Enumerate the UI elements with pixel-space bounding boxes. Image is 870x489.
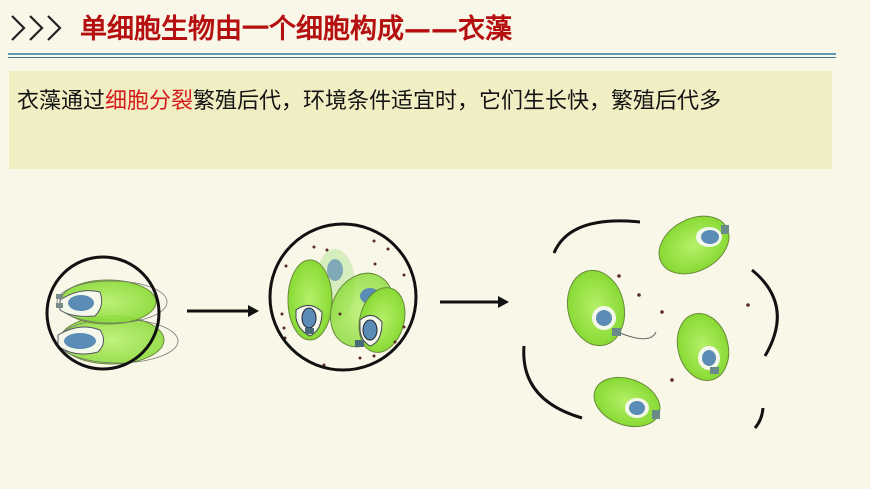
stage-2-four-daughter-cells: [268, 222, 418, 372]
stage-3-released-cells: [522, 215, 779, 429]
text-before: 衣藻通过: [17, 89, 106, 114]
arrow-right-icon: [440, 296, 509, 308]
daughter-cell: [593, 376, 661, 428]
arrow-right-icon: [187, 305, 259, 317]
slide-title: 单细胞生物由一个细胞构成——衣藻: [80, 14, 512, 45]
text-after: 繁殖后代，环境条件适宜时，它们生长快，繁殖后代多: [193, 89, 722, 114]
header-divider-secondary: [8, 57, 836, 58]
stage-1-dividing-cell: [45, 255, 179, 371]
triple-chevron-right-icon: [11, 15, 62, 41]
slide-header: 单细胞生物由一个细胞构成——衣藻: [0, 0, 870, 60]
reproduction-diagram: [45, 215, 779, 429]
highlight-term: 细胞分裂: [105, 89, 194, 114]
daughter-cell: [676, 313, 730, 381]
daughter-cell: [658, 215, 730, 275]
header-divider: [8, 53, 836, 55]
description-text: 衣藻通过细胞分裂繁殖后代，环境条件适宜时，它们生长快，繁殖后代多: [17, 81, 817, 122]
daughter-cell: [566, 269, 657, 347]
description-box: 衣藻通过细胞分裂繁殖后代，环境条件适宜时，它们生长快，繁殖后代多: [9, 71, 832, 169]
